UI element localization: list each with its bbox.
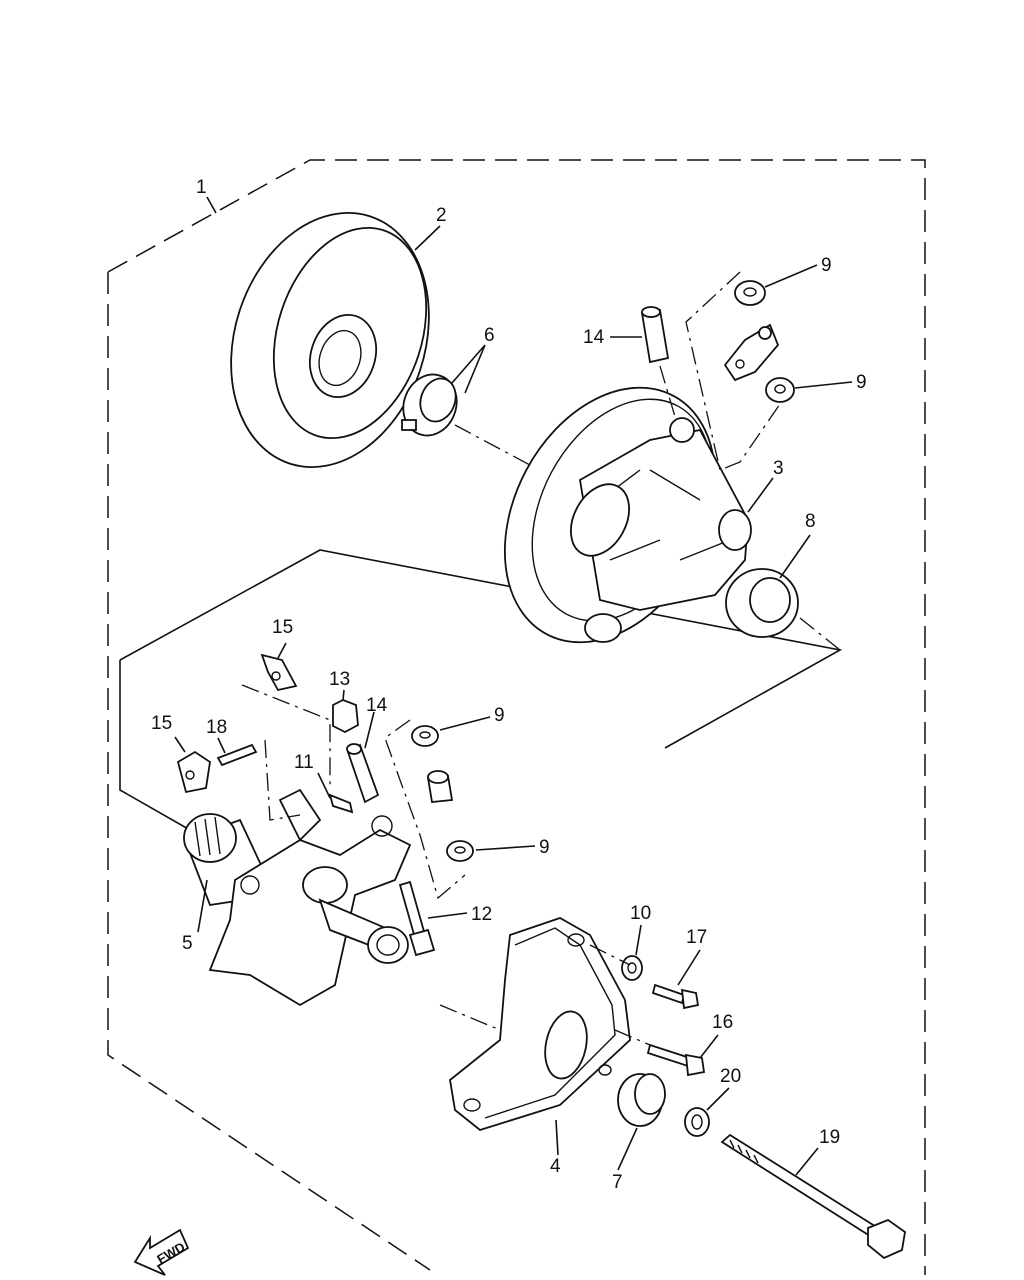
washer-upper-b <box>765 377 795 403</box>
long-bolt-19 <box>720 1133 906 1260</box>
callout-9-d: 9 <box>539 837 550 858</box>
callout-9-c: 9 <box>494 705 505 726</box>
callout-11: 11 <box>294 752 314 773</box>
callout-19: 19 <box>819 1127 840 1148</box>
callout-1: 1 <box>196 177 207 198</box>
washer-lower-a <box>411 725 439 747</box>
bolt-16 <box>646 1043 706 1077</box>
callout-5: 5 <box>182 933 193 954</box>
callout-15-b: 15 <box>151 713 172 734</box>
callout-8: 8 <box>805 511 816 532</box>
callout-7: 7 <box>612 1172 623 1193</box>
callout-4: 4 <box>550 1156 561 1177</box>
callout-9-b: 9 <box>856 372 867 393</box>
callout-10: 10 <box>630 903 651 924</box>
callout-17: 17 <box>686 927 707 948</box>
assembly-boundary <box>107 159 926 1275</box>
washer-lower-b <box>446 840 474 862</box>
callout-20: 20 <box>720 1066 741 1087</box>
pin-lower <box>346 743 380 804</box>
roller <box>426 770 454 803</box>
movable-sheave <box>503 386 752 644</box>
spring-pin <box>216 743 258 767</box>
callout-18: 18 <box>206 717 227 738</box>
callout-9-a: 9 <box>821 255 832 276</box>
clip-20 <box>684 1107 710 1137</box>
forward-arrow-icon: FWD <box>133 1228 190 1276</box>
set-screw <box>328 793 354 814</box>
callout-6: 6 <box>484 325 495 346</box>
callout-12: 12 <box>471 904 492 925</box>
cap-bolt-12 <box>398 880 436 957</box>
bolt-17 <box>651 983 700 1010</box>
callout-16: 16 <box>712 1012 733 1033</box>
alignment-lines <box>241 271 841 1046</box>
callout-14-a: 14 <box>583 327 605 348</box>
pin-upper <box>640 306 670 364</box>
callout-3: 3 <box>773 458 784 479</box>
callout-14-b: 14 <box>366 695 388 716</box>
roller-weight-arm <box>723 323 780 382</box>
spider-hub <box>183 788 412 1007</box>
washer-10 <box>621 955 643 981</box>
collar-halves <box>401 373 458 437</box>
fixed-sheave <box>230 212 430 468</box>
callout-15-a: 15 <box>272 617 293 638</box>
callout-2: 2 <box>436 205 447 226</box>
washer-upper-a <box>734 280 766 306</box>
slider-shoe-lower <box>176 750 211 794</box>
nut <box>332 699 359 734</box>
bushing-7 <box>617 1073 666 1127</box>
leader-lines <box>174 196 853 1176</box>
spacer-ring <box>725 568 799 638</box>
slider-shoe-upper <box>260 653 298 692</box>
cover <box>449 917 631 1132</box>
callout-13: 13 <box>329 669 350 690</box>
